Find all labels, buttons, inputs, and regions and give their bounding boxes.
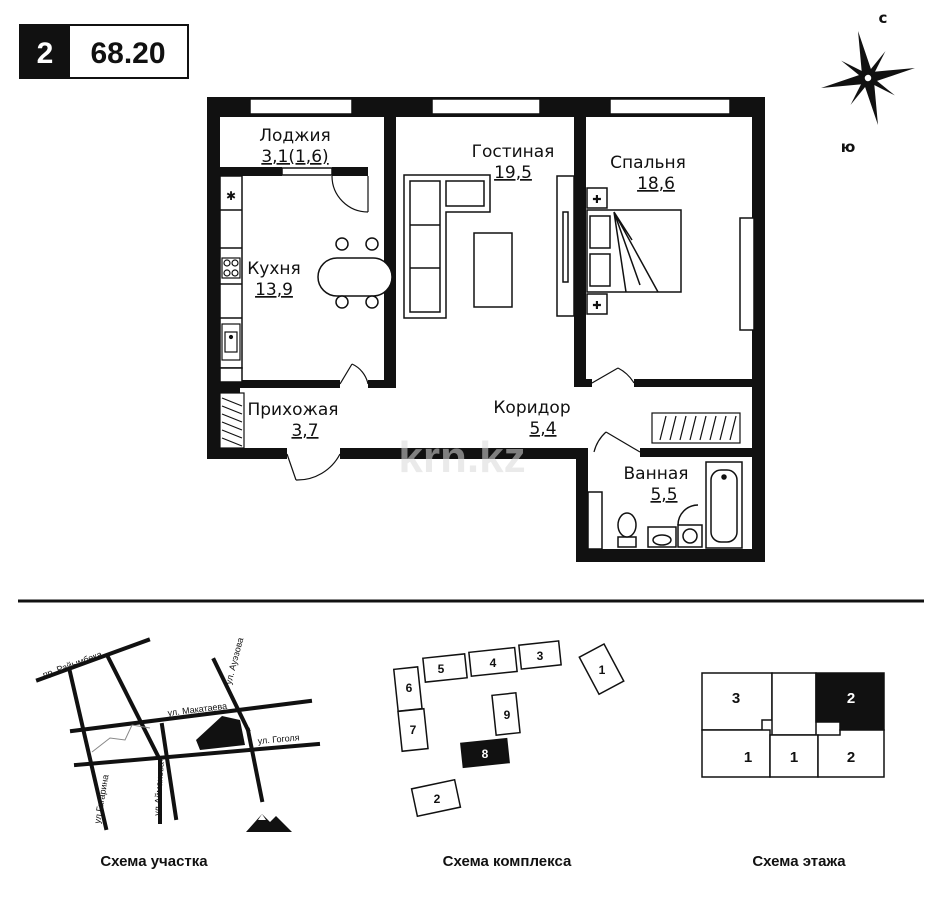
hallway-closet xyxy=(219,392,245,449)
mountains-icon xyxy=(246,814,292,832)
room-name-kitchen: Кухня xyxy=(247,259,301,279)
complex-scheme xyxy=(392,640,625,818)
svg-text:6: 6 xyxy=(406,681,413,695)
svg-text:8: 8 xyxy=(482,747,489,761)
complex-scheme-caption: Схема комплекса xyxy=(443,853,572,870)
street-auezov: ул. Ауэзова xyxy=(223,636,245,685)
compass-south: ю xyxy=(841,138,856,156)
toilet xyxy=(617,512,637,548)
room-name-living: Гостиная xyxy=(472,142,555,162)
washing-machine xyxy=(677,504,703,548)
complex-building-numbers: 1 2 3 4 5 6 7 8 9 xyxy=(406,649,606,806)
bathtub xyxy=(705,461,743,549)
street-aimanov: ул.Айманова xyxy=(152,762,166,817)
header-badge: 2 68.20 xyxy=(19,24,189,79)
room-name-loggia: Лоджия xyxy=(259,126,331,146)
svg-text:9: 9 xyxy=(504,708,511,722)
svg-text:1: 1 xyxy=(790,749,798,766)
interior-walls xyxy=(220,117,752,457)
room-area-bedroom: 18,6 xyxy=(637,174,675,194)
svg-text:2: 2 xyxy=(847,690,855,707)
loggia-window xyxy=(281,167,333,176)
svg-text:1: 1 xyxy=(744,749,752,766)
svg-text:4: 4 xyxy=(490,656,497,670)
complex-footprint xyxy=(196,716,245,750)
doors xyxy=(286,363,641,481)
room-name-bathroom: Ванная xyxy=(624,464,689,484)
bedroom-wardrobe xyxy=(651,412,741,444)
room-name-hallway: Прихожая xyxy=(247,400,338,420)
sofa xyxy=(403,174,491,319)
svg-text:2: 2 xyxy=(434,792,441,806)
bed xyxy=(586,187,682,315)
kitchen-counter xyxy=(219,175,243,383)
fridge-icon: ✱ xyxy=(226,189,236,203)
stove-icon xyxy=(221,257,241,279)
svg-text:1: 1 xyxy=(599,663,606,677)
sink-icon xyxy=(221,323,241,361)
svg-text:5: 5 xyxy=(438,662,445,676)
bedside-lamp-icon: ✚ xyxy=(592,194,601,206)
coffee-table xyxy=(473,232,513,308)
compass-north: с xyxy=(879,9,888,27)
floor-unit-numbers: 3 2 1 1 2 xyxy=(732,690,855,766)
room-name-bedroom: Спальня xyxy=(610,153,686,173)
dining-table xyxy=(317,237,393,309)
svg-text:7: 7 xyxy=(410,723,417,737)
room-area-kitchen: 13,9 xyxy=(255,280,293,300)
site-scheme: пр. Райымбека ул. Ауэзова ул. Макатаева … xyxy=(35,636,321,832)
room-name-corridor: Коридор xyxy=(493,398,570,418)
room-area-bathroom: 5,5 xyxy=(650,485,677,505)
bedside-lamp-icon: ✚ xyxy=(592,300,601,312)
svg-text:3: 3 xyxy=(732,690,740,707)
room-area-hallway: 3,7 xyxy=(291,421,318,441)
street-gogol: ул. Гоголя xyxy=(257,732,300,746)
room-area-corridor: 5,4 xyxy=(529,419,556,439)
compass-rose-icon xyxy=(821,31,915,125)
watermark: krn.kz xyxy=(398,433,525,482)
floor-scheme-caption: Схема этажа xyxy=(752,853,846,870)
svg-text:2: 2 xyxy=(847,749,855,766)
bathroom-shelf xyxy=(587,491,603,550)
windows xyxy=(249,98,755,331)
room-count: 2 xyxy=(37,37,54,70)
loggia-door xyxy=(331,175,369,213)
room-area-living: 19,5 xyxy=(494,163,532,183)
washbasin xyxy=(647,526,677,548)
total-area: 68.20 xyxy=(90,37,165,70)
svg-text:3: 3 xyxy=(537,649,544,663)
tv-cabinet xyxy=(556,175,575,317)
floor-scheme xyxy=(701,672,885,778)
room-area-loggia: 3,1(1,6) xyxy=(261,147,328,167)
site-scheme-caption: Схема участка xyxy=(100,853,208,870)
